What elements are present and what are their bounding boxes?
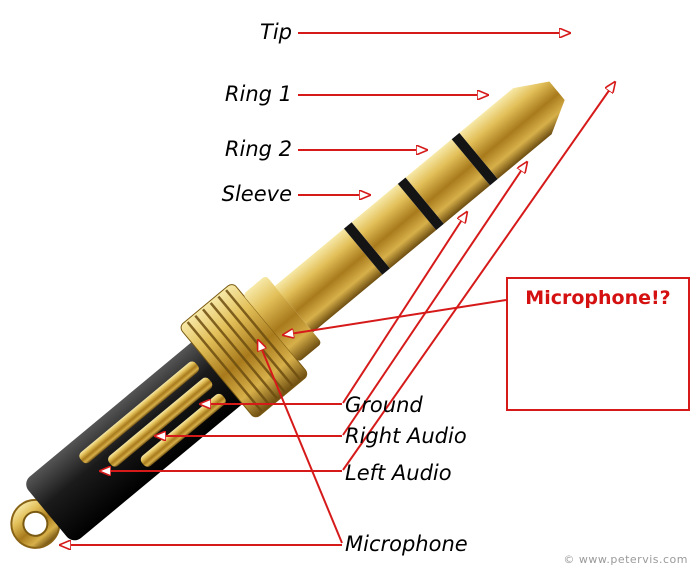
- watermark-credit: © www.petervis.com: [563, 553, 688, 566]
- label-sleeve: Sleeve: [196, 184, 292, 205]
- label-ring1: Ring 1: [200, 84, 292, 105]
- label-ground: Ground: [345, 395, 423, 416]
- callout-text: Microphone!?: [508, 287, 688, 309]
- label-right-audio: Right Audio: [345, 426, 467, 447]
- label-left-audio: Left Audio: [345, 463, 452, 484]
- label-ring2: Ring 2: [200, 139, 292, 160]
- label-tip: Tip: [200, 22, 292, 43]
- microphone-callout-box: Microphone!?: [506, 277, 690, 411]
- label-microphone: Microphone: [345, 534, 468, 555]
